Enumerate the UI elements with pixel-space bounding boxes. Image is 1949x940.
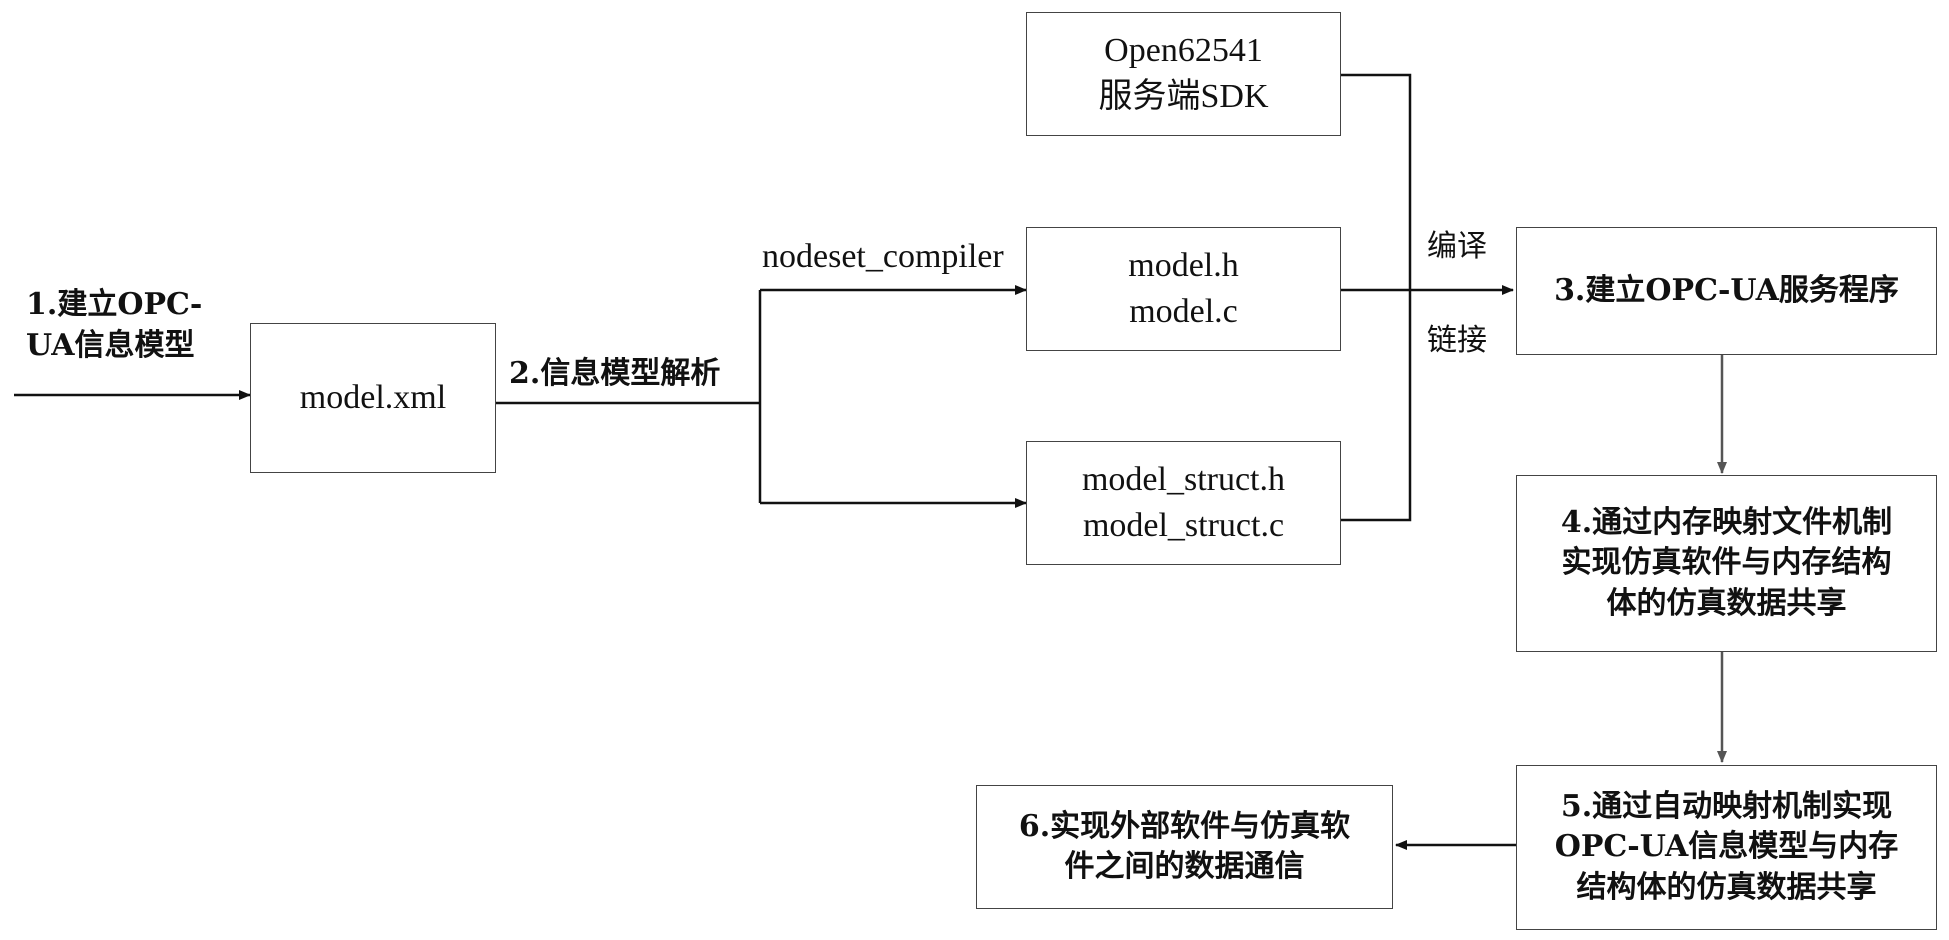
sdk-box: Open62541 服务端SDK — [1026, 12, 1341, 136]
model-xml-box: model.xml — [250, 323, 496, 473]
step1-label: 1.建立OPC- UA信息模型 — [26, 287, 203, 363]
model-h-box-text: model.h model.c — [1128, 247, 1239, 330]
step3-box: 3.建立OPC-UA服务程序 — [1516, 227, 1937, 355]
model-xml-text: model.xml — [299, 379, 447, 417]
model-h-box: model.h model.c — [1026, 227, 1341, 351]
step6-box-text: 6.实现外部软件与仿真软 件之间的数据通信 — [1018, 808, 1351, 885]
step2-label: 2.信息模型解析 — [509, 356, 721, 391]
compiler-label: nodeset_compiler — [762, 238, 1004, 275]
model-struct-box: model_struct.h model_struct.c — [1026, 441, 1341, 565]
step4-box: 4.通过内存映射文件机制 实现仿真软件与内存结构 体的仿真数据共享 — [1516, 475, 1937, 652]
struct-to-bus-line — [1341, 290, 1412, 522]
step3-box-text: 3.建立OPC-UA服务程序 — [1554, 272, 1899, 308]
step5-box-text: 5.通过自动映射机制实现 OPC-UA信息模型与内存 结构体的仿真数据共享 — [1554, 788, 1899, 905]
model-struct-box-text: model_struct.h model_struct.c — [1081, 461, 1286, 544]
compile-label: 编译 — [1427, 230, 1487, 263]
link-label: 链接 — [1427, 324, 1487, 357]
step5-box: 5.通过自动映射机制实现 OPC-UA信息模型与内存 结构体的仿真数据共享 — [1516, 765, 1937, 930]
sdk-to-bus-line — [1341, 73, 1412, 290]
sdk-box-text: Open62541 服务端SDK — [1098, 32, 1269, 115]
step6-box: 6.实现外部软件与仿真软 件之间的数据通信 — [976, 785, 1393, 909]
step4-box-text: 4.通过内存映射文件机制 实现仿真软件与内存结构 体的仿真数据共享 — [1560, 504, 1893, 621]
